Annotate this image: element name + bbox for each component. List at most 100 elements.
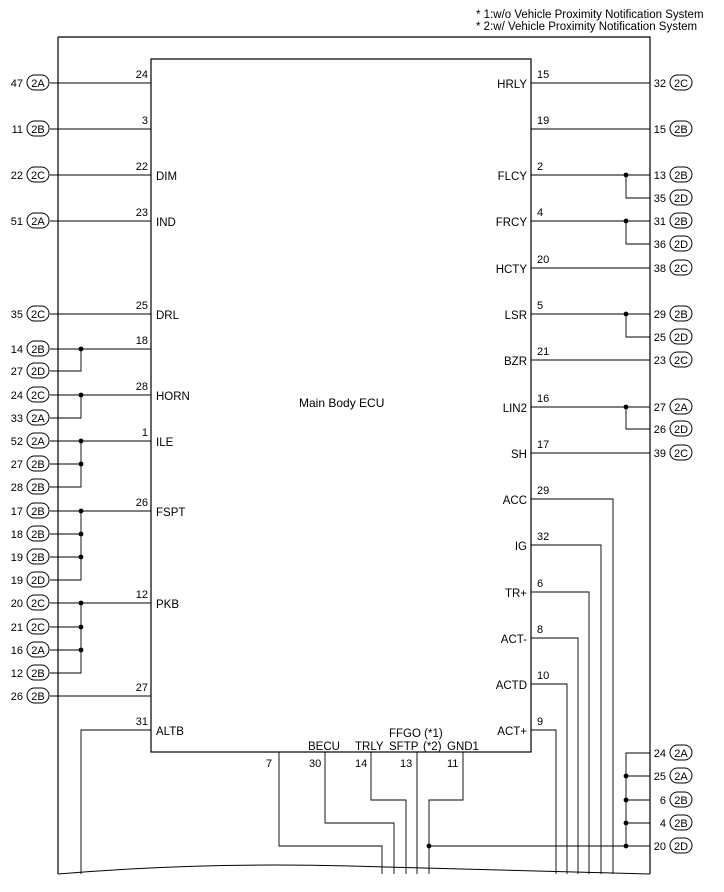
right-wires [429, 82, 650, 874]
main-body-ecu-box [150, 58, 532, 753]
signal-label: BECU [308, 741, 340, 753]
signal-label: (*2) [423, 741, 442, 753]
svg-text:26: 26 [654, 424, 666, 436]
svg-text:2D: 2D [674, 332, 688, 344]
signal-label: IND [156, 217, 176, 229]
signal-label: PKB [156, 599, 179, 611]
svg-text:32: 32 [654, 78, 666, 90]
svg-text:2A: 2A [31, 216, 45, 228]
connector-tag: 21 2C [11, 618, 50, 635]
pin-number: 32 [537, 531, 549, 543]
pin-number: 3 [142, 115, 148, 127]
svg-text:13: 13 [654, 170, 666, 182]
svg-text:2B: 2B [674, 124, 687, 136]
svg-text:35: 35 [11, 309, 23, 321]
signal-label: ACT- [501, 634, 527, 646]
pin-number: 2 [537, 161, 543, 173]
signal-label: LSR [505, 310, 527, 322]
pin-number: 6 [537, 578, 543, 590]
svg-text:31: 31 [654, 216, 666, 228]
svg-text:2D: 2D [31, 575, 45, 587]
pin-number: 1 [142, 427, 148, 439]
connector-tag: 31 2B [654, 212, 693, 229]
pin-number: 9 [537, 716, 543, 728]
pin-number: 22 [136, 161, 148, 173]
pin-number: 23 [136, 207, 148, 219]
svg-text:20: 20 [11, 598, 23, 610]
signal-label: FRCY [496, 217, 528, 229]
signal-label: ACTD [496, 680, 527, 692]
svg-text:27: 27 [11, 366, 23, 378]
svg-text:2C: 2C [674, 78, 688, 90]
signal-label: ILE [156, 437, 174, 449]
signal-label: LIN2 [503, 403, 527, 415]
pin-number: 28 [136, 381, 148, 393]
connector-tag: 51 2A [11, 212, 50, 229]
svg-text:15: 15 [654, 124, 666, 136]
svg-text:2B: 2B [31, 344, 44, 356]
pin-number: 31 [136, 716, 148, 728]
signal-label: HORN [156, 391, 190, 403]
pin-number: 20 [537, 254, 549, 266]
svg-text:2B: 2B [674, 216, 687, 228]
bottom-signal-names: BECU TRLY SFTP (*2) GND1 FFGO (*1) [308, 728, 479, 753]
svg-text:24: 24 [654, 748, 666, 760]
svg-text:35: 35 [654, 193, 666, 205]
pin-number: 14 [355, 758, 367, 770]
ecu-name: Main Body ECU [299, 396, 384, 410]
connector-tag: 13 2B [654, 166, 693, 183]
signal-label: BZR [504, 356, 527, 368]
svg-text:2B: 2B [31, 506, 44, 518]
right-signal-names: HRLY FLCY FRCY HCTY LSR BZR LIN2 SH ACC … [496, 79, 528, 738]
svg-text:27: 27 [654, 402, 666, 414]
svg-text:2B: 2B [674, 170, 687, 182]
svg-text:26: 26 [11, 691, 23, 703]
bottom-wires [278, 752, 464, 874]
svg-text:25: 25 [654, 771, 666, 783]
pin-number: 27 [136, 682, 148, 694]
pin-number: 16 [537, 393, 549, 405]
svg-text:2A: 2A [674, 748, 688, 760]
svg-text:25: 25 [654, 332, 666, 344]
bottom-pin-numbers: 7 30 14 13 11 [266, 758, 458, 770]
svg-text:18: 18 [11, 529, 23, 541]
svg-text:51: 51 [11, 216, 23, 228]
connector-tag: 15 2B [654, 120, 693, 137]
pin-number: 25 [136, 300, 148, 312]
signal-label: SH [511, 449, 527, 461]
pin-number: 15 [537, 69, 549, 81]
svg-text:16: 16 [11, 645, 23, 657]
svg-text:27: 27 [11, 459, 23, 471]
pin-number: 13 [400, 758, 412, 770]
pin-number: 8 [537, 624, 543, 636]
signal-label: ALTB [156, 726, 184, 738]
svg-text:2C: 2C [31, 622, 45, 634]
svg-text:21: 21 [11, 622, 23, 634]
svg-text:2C: 2C [31, 598, 45, 610]
svg-text:2B: 2B [674, 795, 687, 807]
svg-text:2B: 2B [31, 482, 44, 494]
signal-label: SFTP [389, 741, 419, 753]
signal-label: DIM [156, 171, 177, 183]
svg-text:2B: 2B [31, 529, 44, 541]
pin-number: 17 [537, 439, 549, 451]
